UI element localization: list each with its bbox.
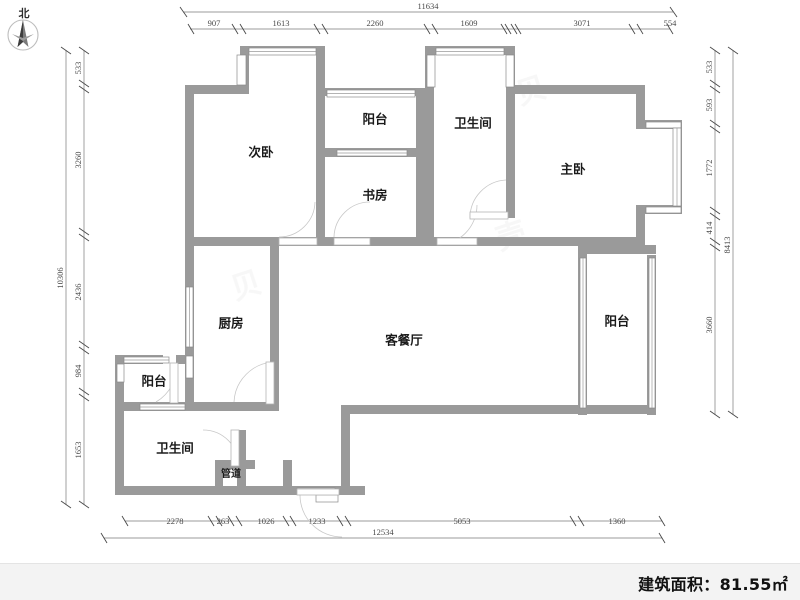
room-label-balcony-w: 阳台 — [141, 374, 166, 389]
dim-right-seg-4: 3660 — [704, 317, 714, 334]
dim-left-total: 10306 — [55, 267, 65, 288]
floorplan-walls — [115, 46, 682, 495]
dim-bottom-seg-4: 5053 — [454, 516, 471, 526]
room-label-study: 书房 — [362, 188, 387, 203]
svg-text:贝: 贝 — [227, 265, 266, 308]
dim-left-seg-2: 2436 — [73, 284, 83, 301]
dim-left-seg-3: 984 — [73, 364, 83, 378]
dimension-right: 8413 533 593 1772 414 3660 — [704, 46, 739, 419]
dim-bottom-seg-3: 1233 — [309, 516, 326, 526]
room-labels: 次卧 阳台 书房 卫生间 主卧 厨房 客餐厅 阳台 卫生间 管道 阳台 — [141, 112, 629, 481]
room-label-bedroom1: 主卧 — [560, 162, 586, 177]
room-label-bathroom-s: 卫生间 — [156, 441, 194, 456]
room-label-living: 客餐厅 — [384, 333, 423, 348]
dim-bottom-total: 12534 — [372, 527, 394, 537]
dim-top-seg-1: 1613 — [273, 18, 290, 28]
room-label-bedroom2: 次卧 — [248, 145, 274, 160]
dim-bottom-seg-1: 263 — [217, 516, 230, 526]
north-label: 北 — [19, 6, 30, 20]
windows — [116, 47, 682, 503]
dim-bottom-seg-0: 2278 — [167, 516, 184, 526]
dim-right-total: 8413 — [722, 237, 732, 254]
dimension-left: 10306 533 3260 2436 984 1653 — [55, 46, 90, 509]
north-arrow: 北 — [7, 6, 39, 51]
dim-top-seg-3: 1609 — [461, 18, 478, 28]
svg-text:壳: 壳 — [492, 215, 531, 258]
room-label-duct: 管道 — [221, 467, 241, 480]
building-area-text: 建筑面积：81.55㎡ — [638, 575, 788, 594]
dimension-bottom: 2278 263 1026 1233 5053 1360 12534 — [100, 515, 666, 544]
dim-top-seg-4: 3071 — [574, 18, 591, 28]
room-label-balcony-e: 阳台 — [604, 314, 629, 329]
dim-right-seg-3: 414 — [704, 221, 714, 235]
dim-top-seg-0: 907 — [208, 18, 221, 28]
doors — [155, 179, 509, 538]
dim-bottom-seg-5: 1360 — [609, 516, 626, 526]
dim-right-seg-2: 1772 — [704, 160, 714, 177]
footer-bar: 建筑面积：81.55㎡ — [0, 563, 800, 600]
room-label-balcony-n: 阳台 — [362, 112, 387, 127]
dim-left-seg-4: 1653 — [73, 442, 83, 459]
dim-top-seg-5: 554 — [664, 18, 678, 28]
dim-right-seg-1: 593 — [704, 99, 714, 112]
dim-right-seg-0: 533 — [704, 61, 714, 74]
room-label-kitchen: 厨房 — [218, 316, 243, 331]
dim-left-seg-0: 533 — [73, 62, 83, 75]
dim-bottom-seg-2: 1026 — [258, 516, 275, 526]
dimension-top: 11634 907 1613 2260 1609 3071 554 — [179, 1, 678, 35]
room-label-bathroom-n: 卫生间 — [454, 116, 492, 131]
dim-left-seg-1: 3260 — [73, 152, 83, 169]
dim-top-seg-2: 2260 — [367, 18, 384, 28]
dim-top-total: 11634 — [418, 1, 440, 11]
